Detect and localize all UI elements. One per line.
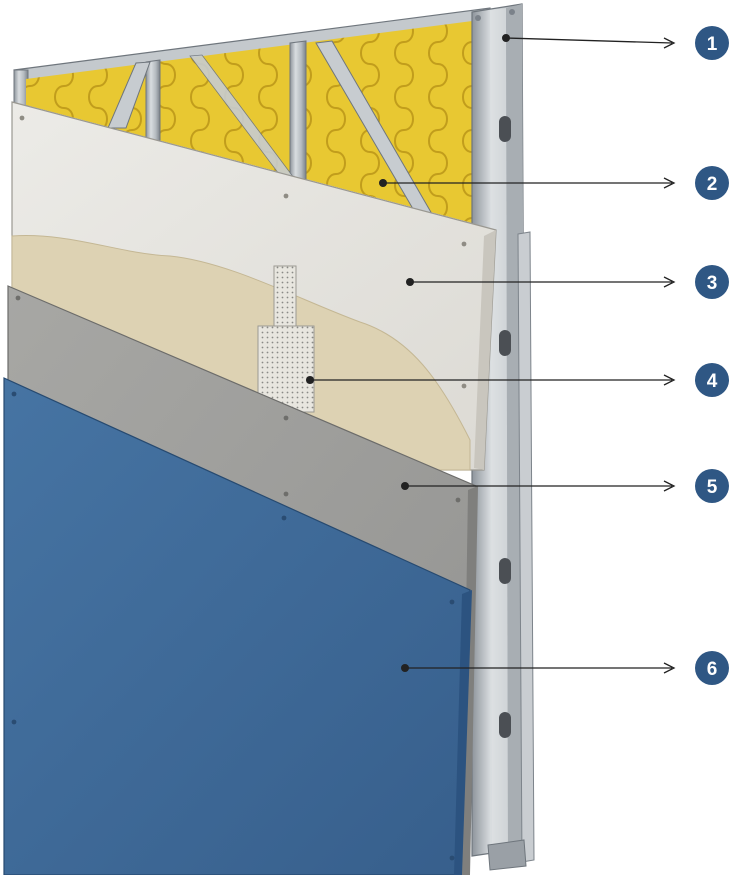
- insulation-wave: [394, 107, 414, 153]
- insulation-wave: [428, 63, 448, 109]
- callout-badge: [695, 363, 729, 397]
- callout-3: 3: [406, 265, 729, 299]
- screw: [461, 383, 467, 389]
- callout-badge: [695, 26, 729, 60]
- insulation-wave: [394, 63, 414, 109]
- callout-number: 2: [707, 174, 718, 195]
- leader-arrow: [663, 374, 676, 386]
- callout-badge: [695, 469, 729, 503]
- inner-stud-a: [145, 59, 161, 146]
- stud-slot: [499, 330, 511, 356]
- screw: [283, 193, 289, 199]
- leader-line: [505, 37, 673, 44]
- blue-board: [3, 377, 472, 875]
- leader-arrow: [663, 662, 676, 674]
- screw: [455, 497, 461, 503]
- screw: [283, 491, 289, 497]
- screw: [11, 719, 17, 725]
- screw: [281, 515, 287, 521]
- callout-number: 6: [707, 659, 718, 680]
- screw: [19, 115, 25, 121]
- callout-number: 5: [707, 477, 718, 498]
- screw: [15, 295, 21, 301]
- screw: [475, 15, 481, 21]
- callout-number: 4: [707, 371, 718, 392]
- insulation-wave: [26, 20, 40, 65]
- insulation-wave: [428, 107, 448, 153]
- insulation-wave: [258, 63, 278, 109]
- leader-arrow: [663, 276, 676, 288]
- insulation-wave: [428, 20, 448, 65]
- insulation-wave: [54, 20, 74, 65]
- leader-arrow: [663, 177, 676, 189]
- insulation-wave: [326, 107, 346, 153]
- screw: [509, 9, 515, 15]
- callout-badge: [695, 166, 729, 200]
- leader-arrow: [663, 480, 676, 492]
- screw: [449, 855, 455, 861]
- stud-slot: [499, 712, 511, 738]
- brace-left: [107, 61, 151, 129]
- callout-badge: [695, 265, 729, 299]
- callout-6: 6: [401, 651, 729, 685]
- insulation-wave: [88, 20, 108, 65]
- insulation-wave: [190, 107, 210, 153]
- callouts: 1 2 3 4 5: [306, 26, 729, 685]
- inner-stud-b: [289, 40, 307, 191]
- stud-slot: [499, 558, 511, 584]
- callout-1: 1: [502, 26, 729, 60]
- callout-number: 1: [707, 34, 718, 55]
- callout-badge: [695, 651, 729, 685]
- insulation-wave: [428, 151, 448, 197]
- callout-4: 4: [306, 363, 729, 397]
- screw: [11, 391, 17, 397]
- callout-5: 5: [401, 469, 729, 503]
- mesh-tape: [257, 265, 315, 413]
- insulation-wave: [360, 151, 380, 197]
- edge-channel: [487, 231, 535, 871]
- screw: [461, 241, 467, 247]
- screw: [449, 599, 455, 605]
- callout-number: 3: [707, 273, 718, 294]
- screw: [283, 415, 289, 421]
- leader-arrow: [663, 37, 676, 49]
- stud-slot: [499, 116, 511, 142]
- cavity-studs: [107, 40, 433, 215]
- callout-2: 2: [379, 166, 729, 200]
